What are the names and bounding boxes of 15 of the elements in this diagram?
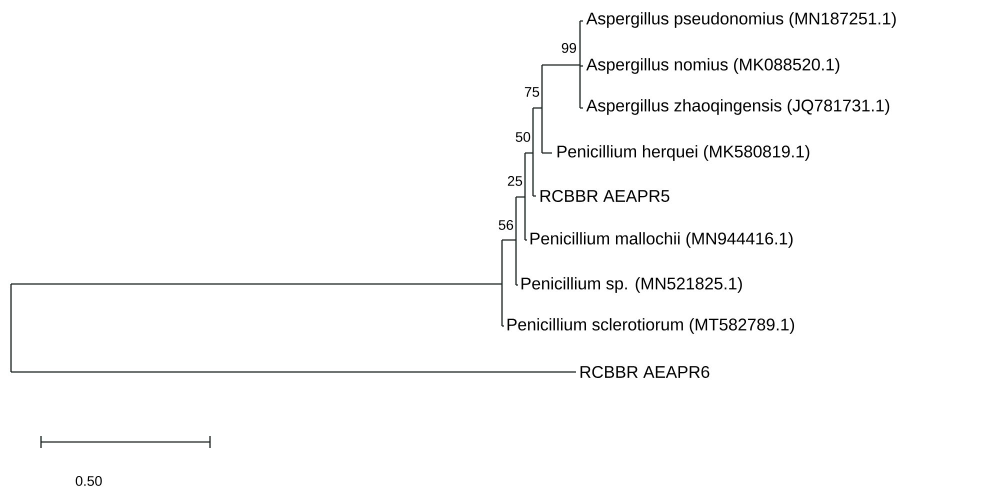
- bootstrap-value: 56: [498, 220, 514, 230]
- bootstrap-value: 50: [516, 132, 530, 142]
- taxon-label: RCBBR AEAPR6: [580, 366, 710, 378]
- taxon-label: Aspergillus pseudonomius (MN187251.1): [586, 12, 896, 28]
- taxon-label: Penicillium herquei (MK580819.1): [558, 145, 810, 161]
- taxon-label: Penicillium sclerotiorum (MT582789.1): [508, 318, 794, 334]
- taxon-label: Aspergillus zhaoqingensis (JQ781731.1): [586, 99, 890, 115]
- taxon-label: Penicillium mallochii (MN944416.1): [530, 232, 793, 248]
- scale-label: 0.50: [76, 476, 102, 486]
- bootstrap-value: 99: [562, 43, 576, 53]
- bootstrap-value: 75: [524, 87, 540, 97]
- bootstrap-value: 25: [508, 176, 522, 186]
- taxon-label: RCBBR AEAPR5: [540, 190, 670, 202]
- taxon-label: Penicillium sp. (MN521825.1): [522, 277, 742, 293]
- taxon-label: Aspergillus nomius (MK088520.1): [586, 58, 840, 74]
